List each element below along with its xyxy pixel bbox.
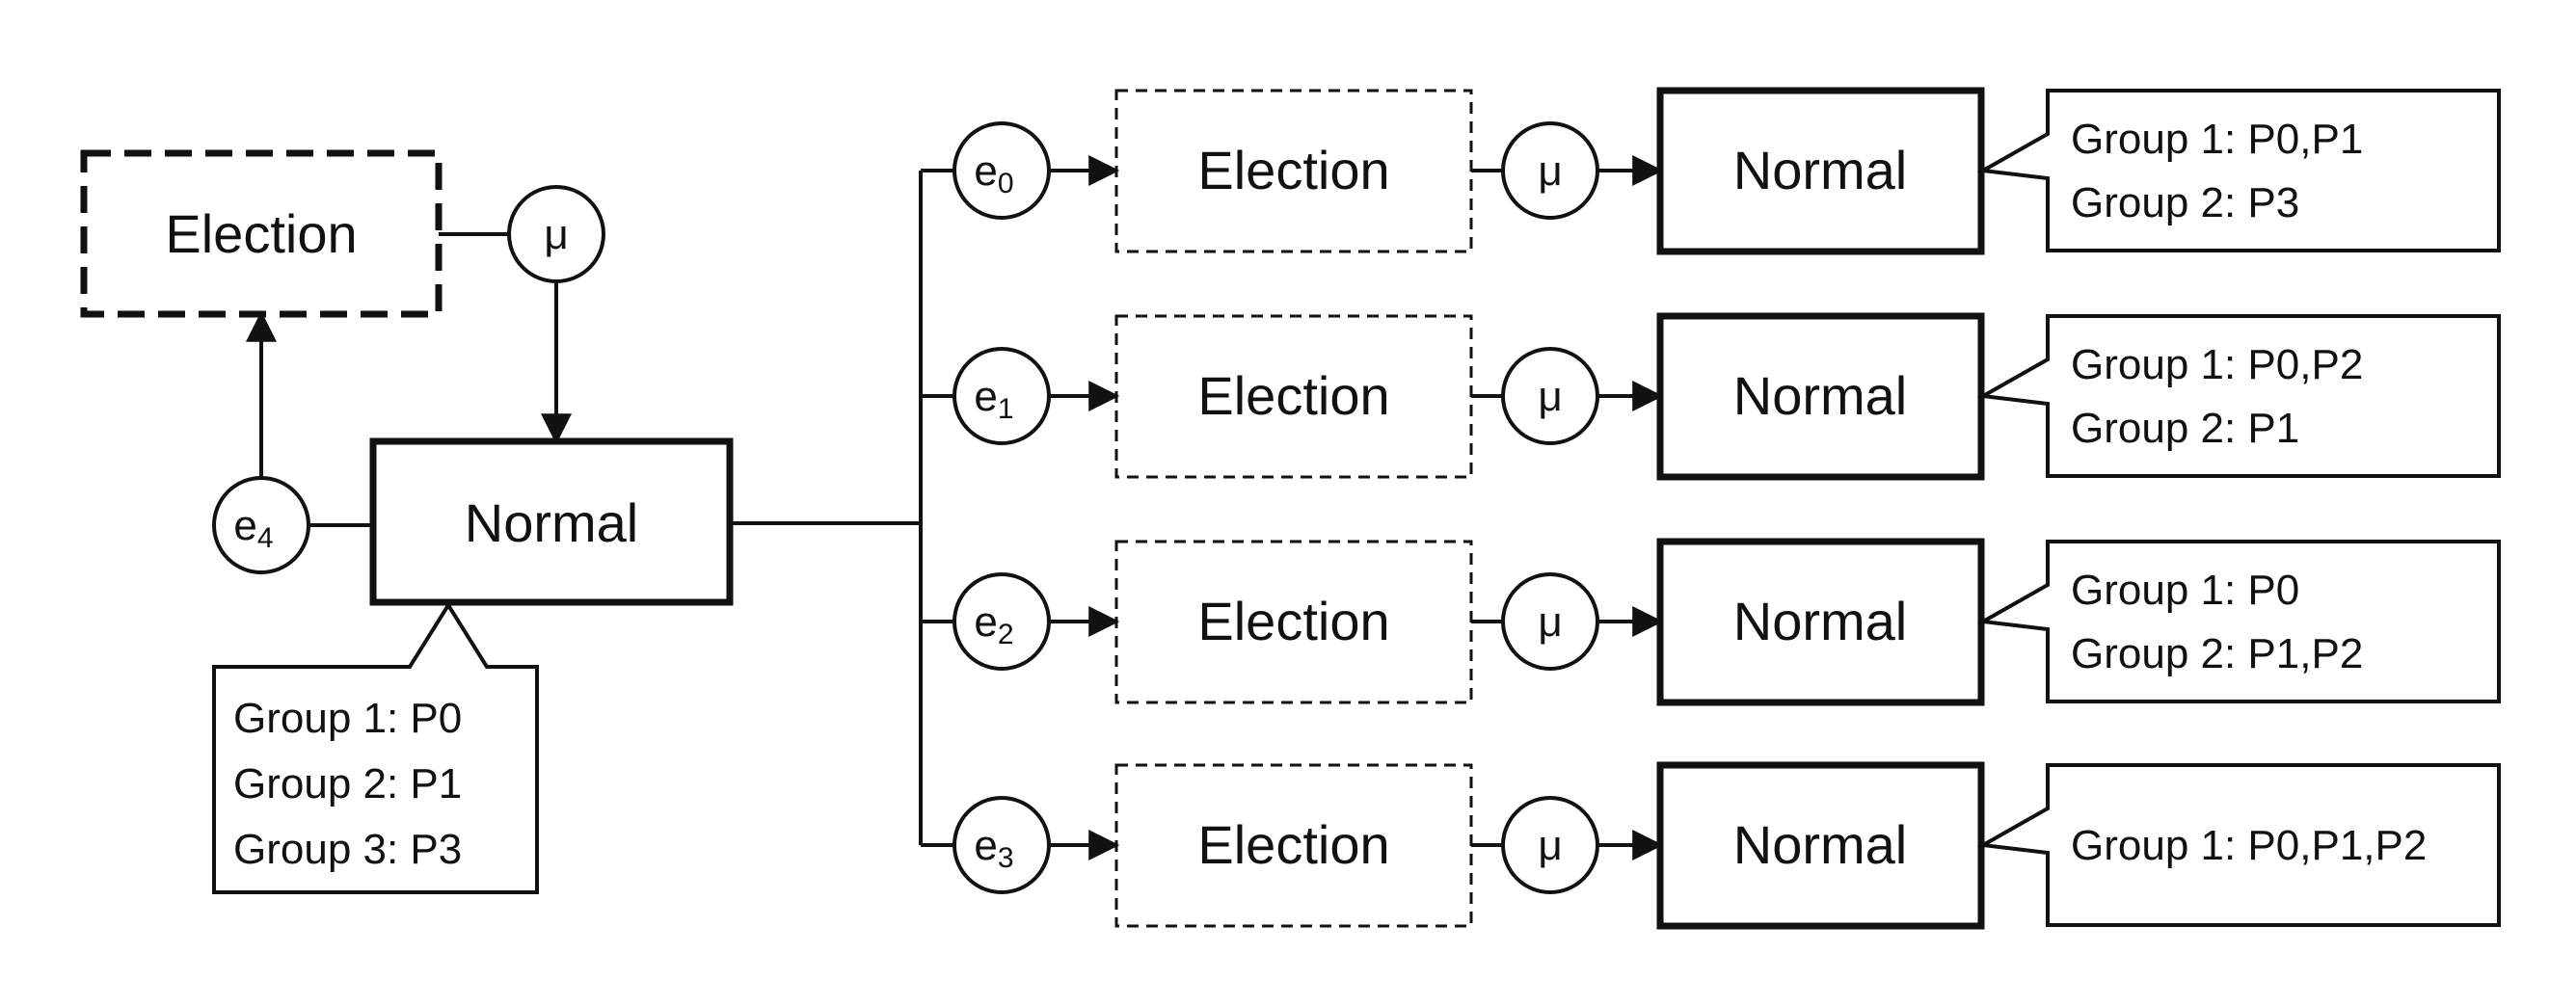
- branch-0-normal-label: Normal: [1733, 140, 1907, 200]
- branch-row-3: e3 Election μ Normal Group 1: P0,P1,P2: [921, 761, 2501, 930]
- left-callout-line-2: Group 2: P1: [233, 760, 462, 807]
- left-cluster: Election μ Normal e4 Group 1: P0 Group 2…: [80, 149, 734, 894]
- branch-2-normal-label: Normal: [1733, 591, 1907, 651]
- branch-2-mu-label: μ: [1538, 598, 1562, 646]
- branch-1-event-base: e: [974, 373, 997, 420]
- branch-2-callout-shape: [1976, 540, 2501, 703]
- left-e4-base: e: [233, 502, 256, 549]
- branch-3-event-label: e3: [974, 822, 1013, 874]
- left-election-label: Election: [165, 203, 357, 264]
- branch-1-mu-label: μ: [1538, 373, 1562, 420]
- branch-1-event-sub: 1: [998, 393, 1014, 425]
- branch-row-2: e2 Election μ Normal Group 1: P0 Group 2: P1,…: [921, 538, 2501, 706]
- left-callout-shape: [212, 601, 539, 894]
- left-normal-label: Normal: [465, 492, 638, 553]
- branch-2-callout-line-1: Group 1: P0: [2071, 567, 2299, 614]
- branch-0-callout-line-2: Group 2: P3: [2071, 179, 2299, 226]
- branch-3-election-label: Election: [1197, 814, 1389, 875]
- branch-1-callout-line-2: Group 2: P1: [2071, 405, 2299, 452]
- branch-3-normal-label: Normal: [1733, 814, 1907, 875]
- branch-0-event-base: e: [974, 147, 997, 195]
- branch-0-event-sub: 0: [998, 168, 1014, 199]
- branch-0-callout-shape: [1976, 89, 2501, 252]
- branch-1-callout-line-1: Group 1: P0,P2: [2071, 341, 2363, 388]
- branch-3-callout-shape: [1976, 763, 2501, 927]
- left-callout-text: Group 1: P0 Group 2: P1 Group 3: P3: [233, 695, 462, 873]
- branch-2-event-label: e2: [974, 598, 1013, 650]
- branch-2-callout-line-2: Group 2: P1,P2: [2071, 630, 2363, 677]
- branch-2-event-base: e: [974, 598, 997, 646]
- branch-0-callout-line-1: Group 1: P0,P1: [2071, 116, 2363, 163]
- branch-0-election-label: Election: [1197, 140, 1389, 200]
- branch-3-event-base: e: [974, 822, 997, 869]
- left-callout-line-1: Group 1: P0: [233, 695, 462, 742]
- left-mu-label: μ: [544, 211, 568, 258]
- branch-3-event-sub: 3: [998, 842, 1014, 874]
- branch-3-callout-line-1: Group 1: P0,P1,P2: [2071, 822, 2427, 869]
- left-e4-label: e4: [233, 502, 273, 554]
- branch-0-event-label: e0: [974, 147, 1013, 199]
- left-e4-sub: 4: [257, 522, 274, 554]
- branch-1-election-label: Election: [1197, 365, 1389, 426]
- branch-2-election-label: Election: [1197, 591, 1389, 651]
- branch-1-normal-label: Normal: [1733, 365, 1907, 426]
- left-callout-line-3: Group 3: P3: [233, 826, 462, 873]
- branch-trunk: [730, 171, 923, 845]
- branch-3-mu-label: μ: [1538, 822, 1562, 869]
- branch-2-event-sub: 2: [998, 619, 1014, 650]
- branch-1-callout-shape: [1976, 314, 2501, 478]
- branch-0-mu-label: μ: [1538, 147, 1562, 195]
- branch-1-event-label: e1: [974, 373, 1013, 425]
